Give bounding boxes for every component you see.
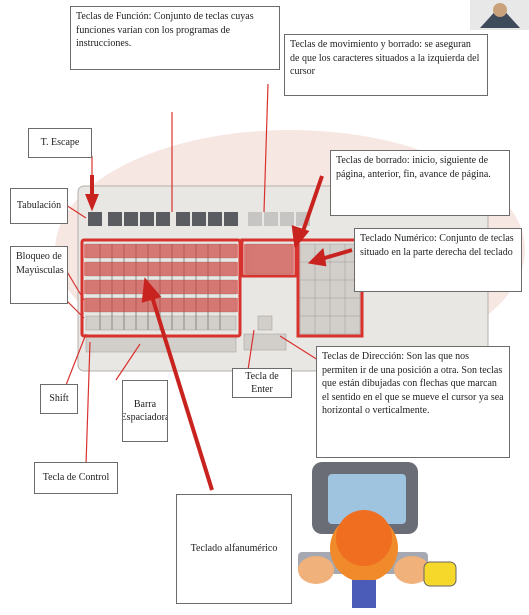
character-illustration [298,462,457,608]
label-page-keys: Teclas de borrado: inicio, siguiente de … [330,150,510,216]
label-shift: Shift [40,384,78,414]
label-enter: Tecla de Enter [232,368,292,398]
function-key-row [88,212,310,226]
highlight-frames [80,238,364,338]
label-editing-keys: Teclas de movimiento y borrado: se asegu… [284,34,488,96]
label-arrow-keys: Teclas de Dirección: Son las que nos per… [316,346,510,458]
arrows [85,175,353,491]
corner-figure [470,0,529,30]
label-space-bar: Barra Espaciadora [122,380,168,442]
label-function-keys: Teclas de Función: Conjunto de teclas cu… [70,6,280,70]
label-control: Tecla de Control [34,462,118,494]
highlight-fills [84,244,294,312]
label-escape: T. Escape [28,128,92,158]
label-numeric-keypad: Teclado Numérico: Conjunto de teclas sit… [354,228,522,292]
label-tab: Tabulación [10,188,68,224]
label-alphanumeric: Teclado alfanumérico [176,494,292,604]
label-caps-lock: Bloqueo de Mayúsculas [10,246,68,304]
